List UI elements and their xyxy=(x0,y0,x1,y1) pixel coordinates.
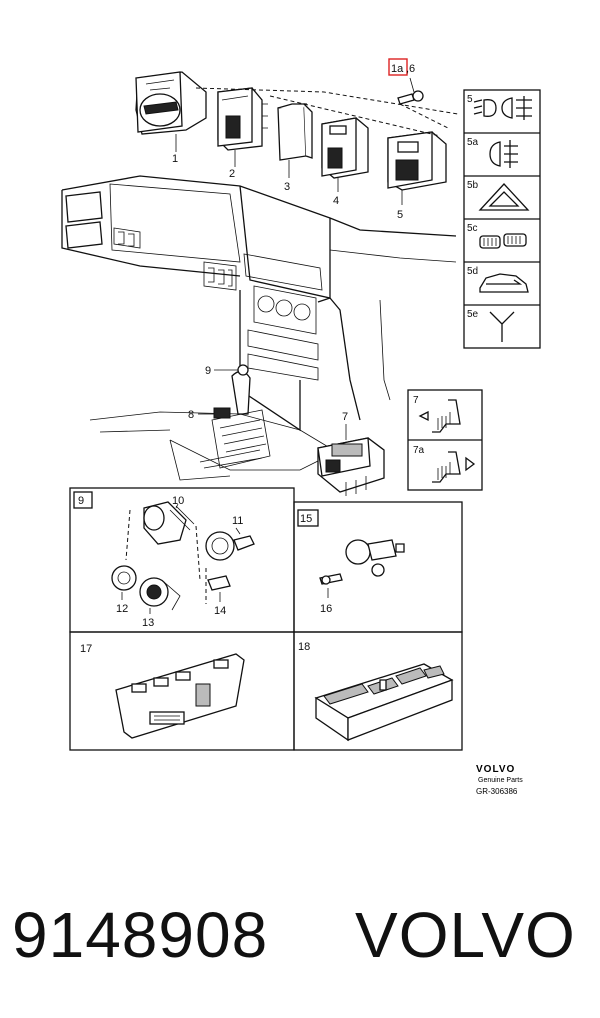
legend-label-7: 7 xyxy=(413,395,419,406)
hazard-icon xyxy=(478,183,530,211)
legend-label-5d: 5d xyxy=(467,266,478,277)
rear-defrost-icon xyxy=(479,233,527,249)
callout-1a: 1a xyxy=(391,63,404,75)
car-recirculation-icon xyxy=(479,273,529,293)
diagram-reference: GR-306386 xyxy=(476,787,518,796)
part-9-lighter-in-dash xyxy=(237,364,249,376)
callout-5: 5 xyxy=(397,209,403,221)
legend-label-5b: 5b xyxy=(467,180,479,191)
part-8-shift-switch xyxy=(213,407,231,419)
legend-symbols-5: 5 5a 5b 5c 5d 5e xyxy=(463,89,541,349)
callout-4: 4 xyxy=(333,195,339,207)
callout-14: 14 xyxy=(214,605,226,617)
seat-heat-right-icon xyxy=(432,451,476,483)
panel-label-18: 18 xyxy=(298,641,310,653)
antenna-icon xyxy=(489,311,515,342)
legend-label-5a: 5a xyxy=(467,137,479,148)
legend-label-7a: 7a xyxy=(413,445,425,456)
callout-3: 3 xyxy=(284,181,290,193)
part-number: 9148908 xyxy=(12,899,269,971)
part-2-switch xyxy=(217,87,268,151)
panel-15-socket: 15 16 xyxy=(293,501,463,633)
dashboard-outline xyxy=(61,175,457,481)
callout-2: 2 xyxy=(229,168,235,180)
legend-label-5e: 5e xyxy=(467,309,479,320)
callout-8: 8 xyxy=(188,409,194,421)
brand-logo-text: VOLVO xyxy=(476,764,515,775)
part-4-switch xyxy=(321,117,369,179)
seat-heat-left-icon xyxy=(418,399,461,433)
callout-1: 1 xyxy=(172,153,178,165)
legend-label-5: 5 xyxy=(467,94,473,105)
part-7-seat-heater-switch xyxy=(317,437,385,496)
rear-fog-icon xyxy=(489,140,518,168)
panel-label-15: 15 xyxy=(300,513,312,525)
callout-7: 7 xyxy=(342,411,348,423)
callout-11: 11 xyxy=(232,515,243,527)
callout-12: 12 xyxy=(116,603,128,615)
callout-13: 13 xyxy=(142,617,154,629)
legend-label-5c: 5c xyxy=(467,223,478,234)
brand-subtitle: Genuine Parts xyxy=(478,777,523,784)
panel-18-window-switches: 18 xyxy=(293,631,463,751)
callout-10: 10 xyxy=(172,495,184,507)
part-5-switch xyxy=(387,131,447,191)
panel-17-switch-panel: 17 xyxy=(69,631,295,751)
part-3-blank-cover xyxy=(277,103,313,161)
fog-lights-icon xyxy=(473,96,532,120)
panel-9-lighters: 9 10 11 12 13 14 xyxy=(69,487,295,633)
legend-seat-heater: 7 7a xyxy=(407,389,483,491)
callout-9: 9 xyxy=(205,365,211,377)
callout-1a-highlight xyxy=(388,58,408,76)
panel-label-9: 9 xyxy=(78,495,84,507)
part-1-light-switch xyxy=(135,71,207,135)
parts-diagram: 1 2 3 4 5 1a ,6 xyxy=(61,58,541,796)
part-1a-bulb xyxy=(397,90,424,105)
callout-6: ,6 xyxy=(406,63,415,75)
panel-label-17: 17 xyxy=(80,643,92,655)
brand-name: VOLVO xyxy=(355,899,576,971)
brand-block: VOLVO Genuine Parts GR-306386 xyxy=(476,764,523,796)
callout-16: 16 xyxy=(320,603,332,615)
